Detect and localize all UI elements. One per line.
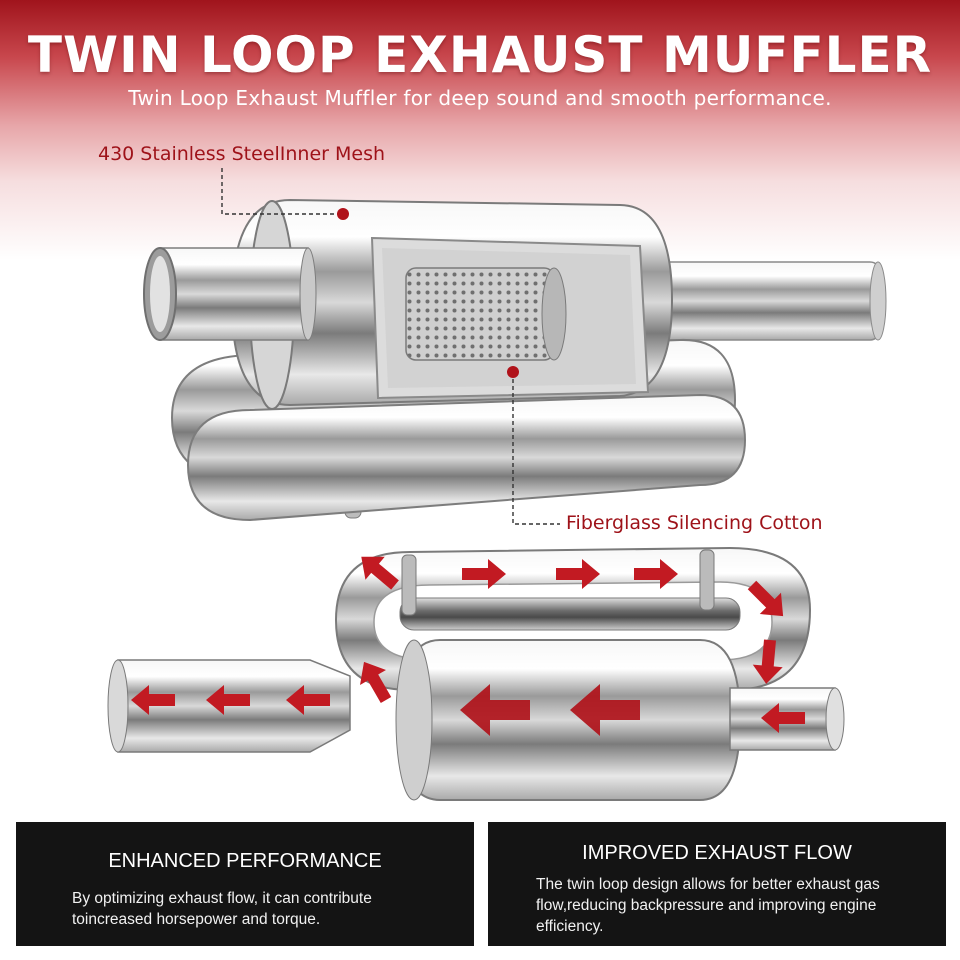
page-subtitle: Twin Loop Exhaust Muffler for deep sound…	[128, 86, 832, 110]
callout-dot-icon	[507, 366, 519, 378]
callout-cotton-pointer	[507, 366, 560, 525]
callout-mesh-pointer	[221, 168, 349, 220]
muffler-cutaway	[143, 198, 887, 522]
callout-mesh-label: 430 Stainless SteelInner Mesh	[98, 143, 386, 165]
feature-card-title: ENHANCED PERFORMANCE	[108, 850, 382, 872]
feature-card-body: The twin loop design allows for better e…	[536, 876, 880, 935]
feature-card-exhaust-flow: IMPROVED EXHAUST FLOW The twin loop desi…	[488, 822, 946, 946]
callout-cotton-label: Fiberglass Silencing Cotton	[566, 512, 823, 534]
callout-dot-icon	[337, 208, 349, 220]
feature-card-body: By optimizing exhaust flow, it can contr…	[72, 890, 372, 928]
feature-card-performance: ENHANCED PERFORMANCE By optimizing exhau…	[16, 822, 474, 946]
muffler-flow-view	[107, 546, 845, 801]
feature-card-title: IMPROVED EXHAUST FLOW	[582, 842, 852, 864]
page-title: TWIN LOOP EXHAUST MUFFLER	[27, 26, 933, 84]
